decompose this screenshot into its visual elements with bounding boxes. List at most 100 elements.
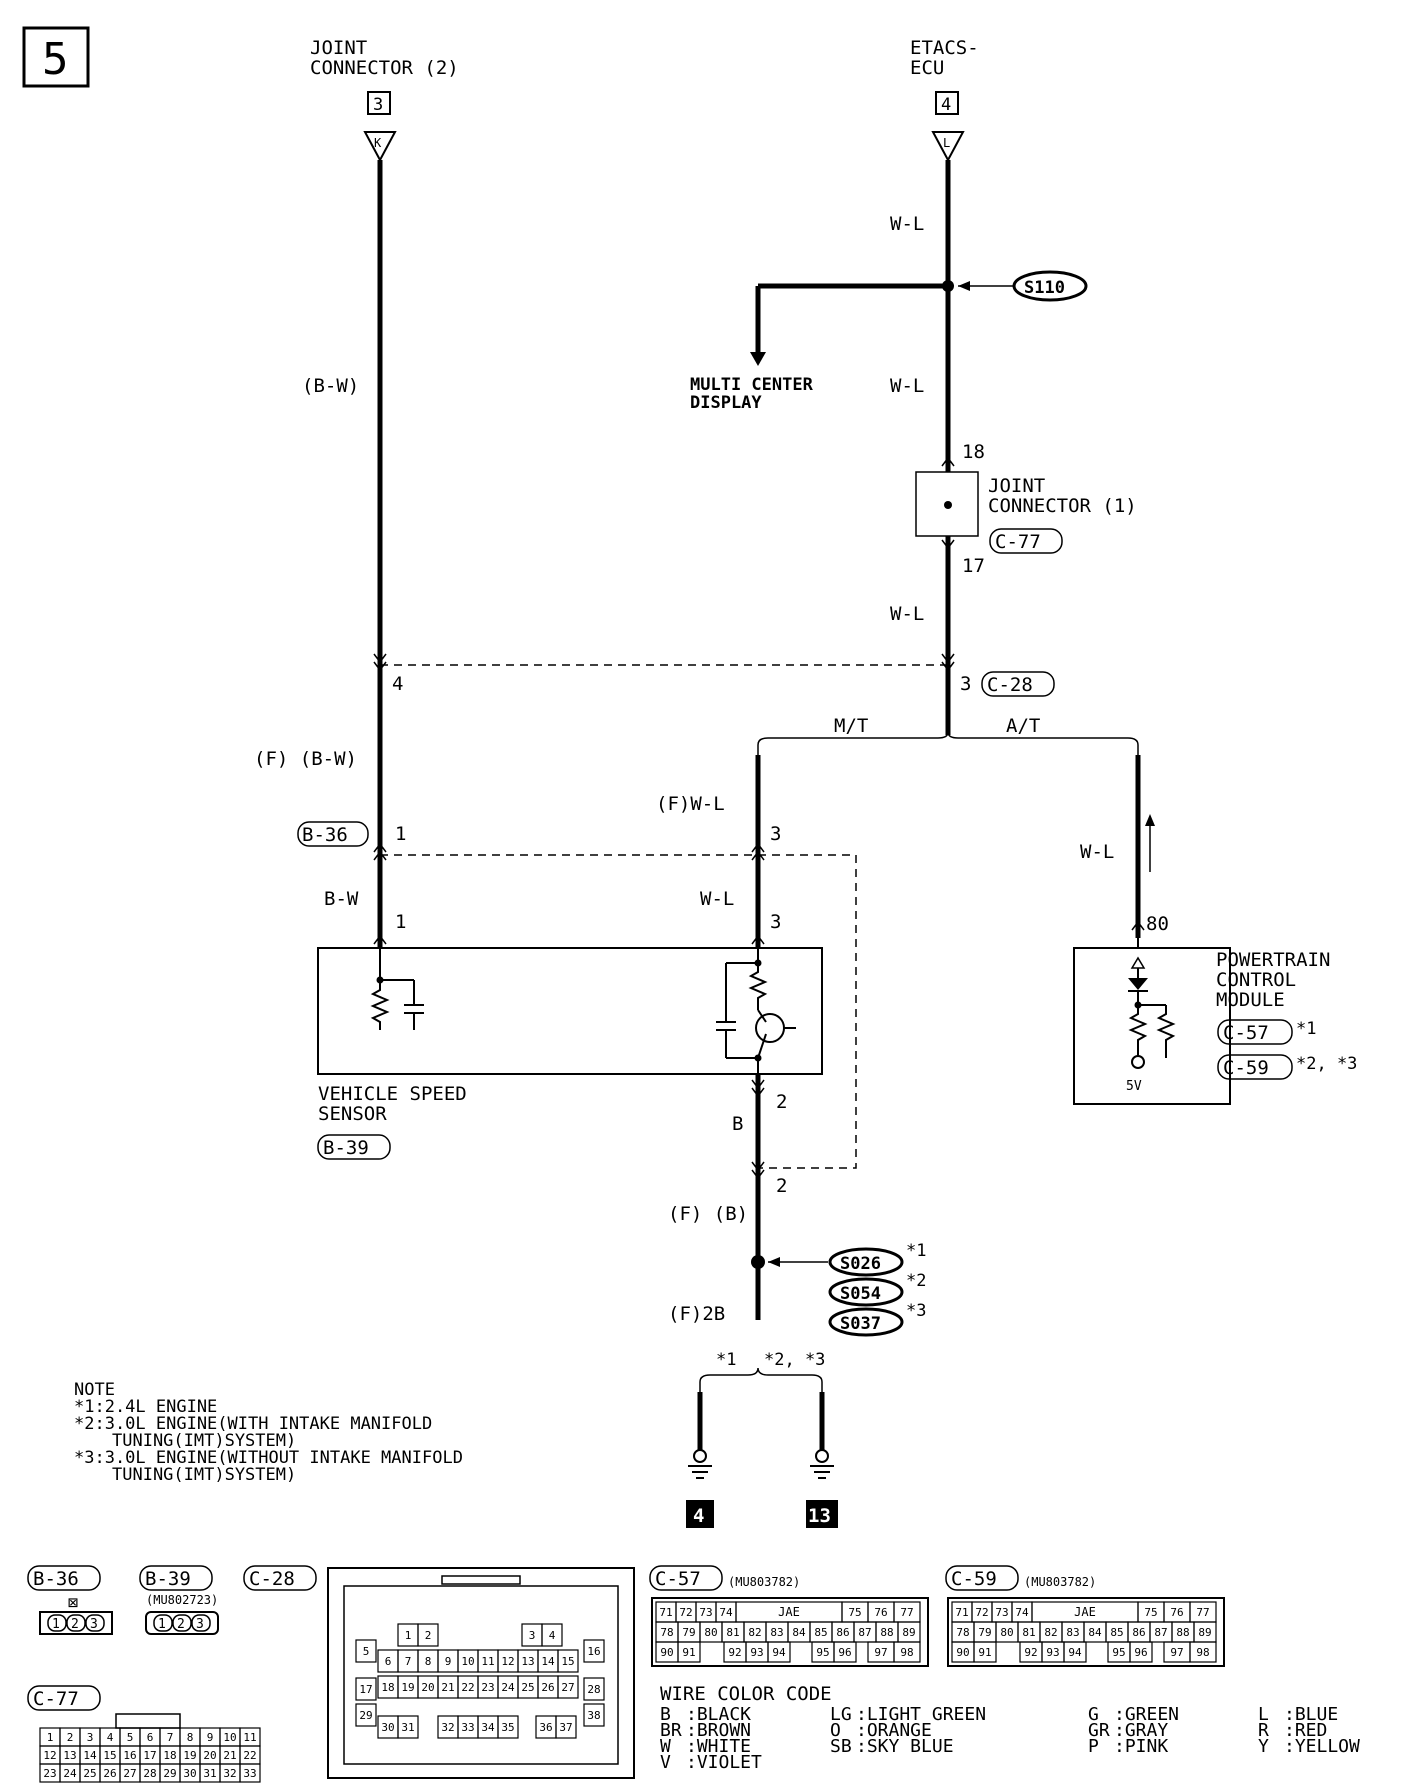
conn-c57-ref-box [649,1565,723,1591]
conn-b39-pin: 3 [196,1617,204,1632]
conn-c28-pin: 22 [461,1681,474,1694]
conn-c77-pin: 12 [43,1749,56,1762]
pcm-label-2: CONTROL [1216,969,1296,991]
conn-b39-body [145,1611,219,1635]
wire-color-abbr: GR [1088,1720,1110,1741]
conn-b36-pins: 1 2 3 [47,1614,105,1632]
wire-color-name: :BROWN [686,1720,751,1741]
splice-s110-arrow-icon [958,281,970,291]
conn-c28-pin-cell [497,1715,519,1739]
conn-c28-pin: 9 [445,1655,452,1668]
conn-c77-pin: 21 [223,1749,236,1762]
vss-ref-box [317,1134,391,1160]
joint-connector-2-box-num: 3 [373,95,383,115]
wire-color-name: :BLACK [686,1704,751,1725]
pcm-label-1: POWERTRAIN [1216,949,1330,971]
conn-c28-pin-cell [355,1703,377,1727]
vss-label-2: SENSOR [318,1103,387,1125]
joint-connector-2-label-1: JOINT [310,37,367,59]
conn-c59-part: (MU803782) [1024,1575,1096,1589]
conn-c28-pin: 26 [541,1681,554,1694]
conn-c28-pin: 29 [359,1709,372,1722]
splice-s037: S037 [840,1314,881,1334]
conn-c28-ref: C-28 [249,1568,295,1590]
pin-pcm-80: 80 [1146,913,1169,935]
conn-c57-pin: 92 [728,1646,741,1659]
conn-c59-pin: 75 [1144,1606,1157,1619]
label-mt: M/T [834,715,868,737]
wire-label-wl-4: W-L [700,888,734,910]
pcm-5v-terminal-icon [1131,1055,1145,1069]
diode-icon [1128,978,1148,990]
ground-right: 13 [808,1505,831,1527]
conn-c77-pin: 25 [83,1767,96,1780]
wire-color-name: :YELLOW [1284,1736,1360,1757]
conn-c59-pin: 73 [995,1606,1008,1619]
conn-c57-pin: 85 [814,1626,827,1639]
conn-c57-pin: 98 [900,1646,913,1659]
conn-c28-pin: 35 [501,1721,514,1734]
conn-b36-pin: 2 [71,1617,79,1632]
splice-s110-oval [1012,270,1088,302]
conn-c28-pin: 6 [385,1655,392,1668]
wire-color-abbr: BR [660,1720,682,1741]
conn-c57-pin: 72 [679,1606,692,1619]
conn-c57-pin: 96 [838,1646,851,1659]
pin-f-wl-3: 3 [770,823,781,845]
conn-c77-pin: 30 [183,1767,196,1780]
conn-c59-pin: 89 [1198,1626,1211,1639]
conn-c59-pin: 83 [1066,1626,1079,1639]
conn-c77-pin: 26 [103,1767,116,1780]
conn-c59-pin: 96 [1134,1646,1147,1659]
joint-connector-2-pin-symbol [363,131,397,163]
conn-c59-pin: 85 [1110,1626,1123,1639]
resistor-icon-3 [1156,1005,1176,1058]
conn-c28-key [441,1575,521,1585]
conn-c59-pin: 80 [1000,1626,1013,1639]
etacs-pin-symbol [931,131,965,163]
vss-label-1: VEHICLE SPEED [318,1083,467,1105]
wire-color-name: :PINK [1114,1736,1168,1757]
splice-s054: S054 [840,1284,881,1304]
conn-c57-ref: C-57 [655,1568,701,1590]
conn-c77-pin: 3 [87,1731,94,1744]
conn-c28-pin: 7 [405,1655,412,1668]
wire-color-abbr: O [830,1720,841,1741]
multi-center-label-1: MULTI CENTER [690,375,814,395]
b36-ref: B-36 [302,824,348,846]
conn-c57-pin: 88 [880,1626,893,1639]
conn-c59-pin: 86 [1132,1626,1145,1639]
conn-c28-pin: 21 [441,1681,454,1694]
conn-c77-pin: 17 [143,1749,156,1762]
conn-c77-pin: 7 [167,1731,174,1744]
conn-b36-pin: 1 [52,1617,60,1632]
vehicle-speed-sensor-box [317,947,823,1075]
pcm-ref2-box [1217,1054,1293,1080]
conn-c28-pin: 5 [363,1645,370,1658]
conn-c59-ref: C-59 [951,1568,997,1590]
conn-b39-pin: 2 [177,1617,185,1632]
conn-c28-pin: 16 [587,1645,600,1658]
conn-c57-pin-cell [833,1641,857,1663]
conn-c77-pin: 31 [203,1767,216,1780]
conn-c77-pin: 10 [223,1731,236,1744]
conn-c59-jae: JAE [1074,1605,1096,1619]
conn-c59-pin: 97 [1170,1646,1183,1659]
conn-c59-pin: 93 [1046,1646,1059,1659]
conn-c77-pin: 23 [43,1767,56,1780]
resistor-icon-2 [748,963,768,1010]
conn-b39-ref: B-39 [145,1568,191,1590]
c28-ref: C-28 [987,674,1033,696]
splice-s026-note: *1 [906,1241,926,1261]
conn-c28-pin: 8 [425,1655,432,1668]
wire-color-abbr: SB [830,1736,852,1757]
conn-c57-pin-cell [893,1641,921,1663]
conn-c57-pin: 89 [902,1626,915,1639]
conn-c77-pin: 18 [163,1749,176,1762]
conn-c59-pin: 78 [956,1626,969,1639]
conn-c59-pin: 84 [1088,1626,1102,1639]
wire-color-name: :WHITE [686,1736,751,1757]
conn-c57-jae: JAE [778,1605,800,1619]
